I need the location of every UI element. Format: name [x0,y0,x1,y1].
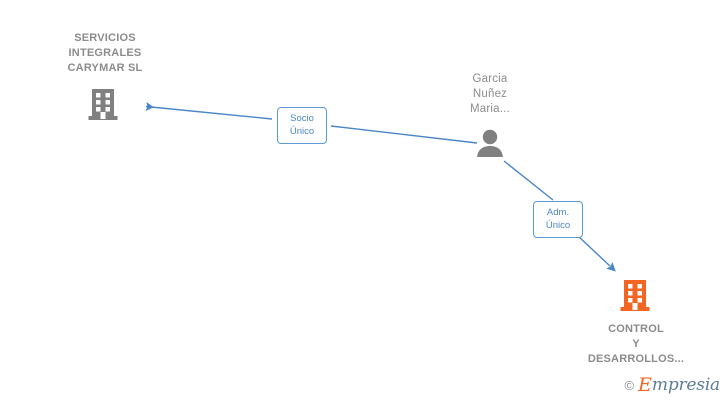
node-label-servicios-integrales-carymar: SERVICIOS INTEGRALES CARYMAR SL [67,32,143,74]
edge-label-adm-unico[interactable]: Adm. Único [533,201,583,238]
building-icon[interactable] [85,86,123,124]
brand-initial: E [638,374,652,396]
node-label-garcia-nunez-maria: Garcia Nuñez Maria... [470,73,510,115]
building-icon[interactable] [617,277,655,315]
person-icon[interactable] [475,129,505,157]
copyright-symbol: © [624,378,635,393]
empresia-watermark: © E mpresia [624,376,720,395]
node-label-control-y-desarrollos: CONTROL Y DESARROLLOS... [587,323,685,365]
brand-name: mpresia [651,375,720,395]
edge-label-socio-unico[interactable]: Socio Único [277,107,327,144]
